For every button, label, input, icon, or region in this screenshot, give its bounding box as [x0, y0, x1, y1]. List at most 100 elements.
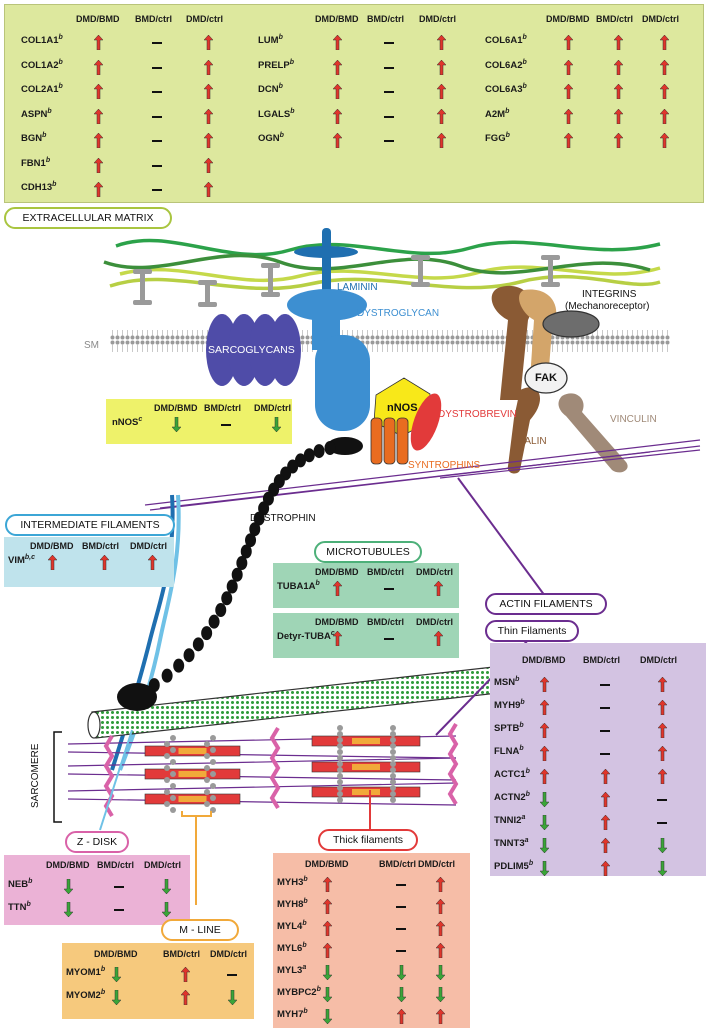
titin-coil — [204, 765, 210, 771]
titin-coil — [337, 785, 343, 791]
up-arrow-icon — [562, 108, 574, 124]
gene-label: LUMb — [258, 33, 283, 46]
gene-name: FLNA — [494, 746, 520, 757]
gene-label: Detyr-TUBAc — [277, 630, 335, 642]
gene-name: FGG — [485, 133, 506, 144]
titin-coil — [390, 791, 396, 797]
up-arrow-icon — [331, 59, 343, 75]
gene-footnote: b — [525, 790, 530, 798]
gene-label: OGNb — [258, 132, 284, 144]
no-change-dash — [384, 638, 394, 640]
gene-label: BGNb — [21, 131, 47, 144]
no-change-dash — [600, 707, 610, 709]
down-arrow-icon — [321, 964, 333, 981]
titin-coil — [337, 797, 343, 803]
gene-label: MYL6b — [277, 942, 307, 954]
titin-coil — [164, 741, 170, 747]
no-change-dash — [384, 115, 394, 118]
sarcoglycans — [206, 314, 301, 386]
gene-name: MYL4 — [277, 921, 303, 932]
up-arrow-icon — [434, 942, 446, 959]
titin-coil — [390, 779, 396, 785]
gene-footnote: a — [521, 813, 526, 821]
up-arrow-icon — [656, 745, 668, 762]
gene-footnote: b — [278, 33, 283, 41]
zdisk-tag: Z - DISK — [65, 831, 129, 853]
costamere-node — [117, 683, 157, 711]
gene-label: MYOM2b — [66, 989, 105, 1001]
gene-label: A2Mb — [485, 107, 510, 119]
titin-coil — [170, 759, 176, 765]
up-arrow-icon — [658, 59, 670, 75]
down-arrow-icon — [395, 986, 407, 1003]
ecm-anchors — [133, 255, 560, 307]
no-change-dash — [221, 424, 231, 426]
up-arrow-icon — [562, 132, 574, 149]
dystrophin-bead — [183, 648, 195, 663]
gene-label: MYH8b — [277, 898, 308, 910]
gene-label: COL6A3b — [485, 83, 527, 95]
column-header: BMD/ctrl — [379, 859, 417, 869]
gene-footnote: b — [505, 107, 510, 115]
gene-name: FBN1 — [21, 157, 46, 169]
gene-label: COL1A1b — [21, 34, 63, 46]
gene-footnote: b — [302, 919, 307, 927]
gene-label: TNNT3a — [494, 837, 529, 849]
gene-label: SPTBb — [494, 722, 524, 734]
column-header: BMD/ctrl — [367, 567, 405, 577]
gene-label: ACTC1b — [494, 768, 530, 780]
dystrophin-chain — [134, 441, 336, 701]
up-arrow-icon — [658, 108, 670, 124]
column-header: BMD/ctrl — [97, 860, 135, 870]
z-disk-line — [269, 726, 281, 810]
up-arrow-icon — [612, 34, 624, 51]
gene-name: TNNI2 — [494, 815, 522, 826]
actin-tag: ACTIN FILAMENTS — [485, 593, 607, 615]
no-change-dash — [152, 189, 162, 191]
gene-name: SPTB — [494, 723, 520, 734]
no-change-dash — [396, 884, 406, 886]
titin-coil — [390, 767, 396, 773]
titin-coil — [164, 801, 170, 807]
gene-name: LGALS — [258, 108, 291, 120]
up-arrow-icon — [202, 59, 214, 75]
up-arrow-icon — [321, 898, 333, 915]
gene-footnote: b,c — [24, 553, 36, 561]
up-arrow-icon — [435, 34, 447, 51]
dystrophin-bead — [221, 591, 233, 606]
gene-name: COL6A3 — [485, 84, 523, 95]
gene-label: nNOSc — [112, 416, 142, 428]
gene-footnote: b — [522, 58, 527, 66]
no-change-dash — [384, 42, 394, 44]
gene-label: PRELPb — [258, 58, 294, 70]
gene-label: CDH13b — [21, 180, 57, 193]
titin-coil — [210, 735, 216, 741]
column-header: DMD/BMD — [76, 14, 120, 24]
down-arrow-icon — [160, 901, 172, 918]
gene-footnote: b — [303, 875, 308, 883]
no-change-dash — [152, 66, 162, 69]
no-change-dash — [152, 42, 162, 44]
up-arrow-icon — [202, 132, 214, 149]
gene-footnote: b — [520, 698, 525, 706]
gene-footnote: b — [52, 180, 57, 188]
syntrophins-protein — [370, 417, 409, 465]
gene-name: MYH9 — [494, 700, 521, 711]
down-arrow-icon — [538, 860, 550, 877]
z-disk-line — [447, 722, 459, 806]
titin-coil — [390, 797, 396, 803]
gene-label: COL6A2b — [485, 58, 527, 70]
down-arrow-icon — [170, 416, 182, 433]
dystrophin-bead — [226, 579, 238, 594]
up-arrow-icon — [202, 108, 214, 124]
down-arrow-icon — [656, 837, 668, 854]
down-arrow-icon — [160, 878, 172, 895]
mline-tag: M - LINE — [161, 919, 239, 941]
up-arrow-icon — [321, 942, 333, 959]
gene-name: nNOS — [112, 417, 139, 428]
up-arrow-icon — [434, 898, 446, 915]
gene-footnote: b — [42, 131, 47, 139]
